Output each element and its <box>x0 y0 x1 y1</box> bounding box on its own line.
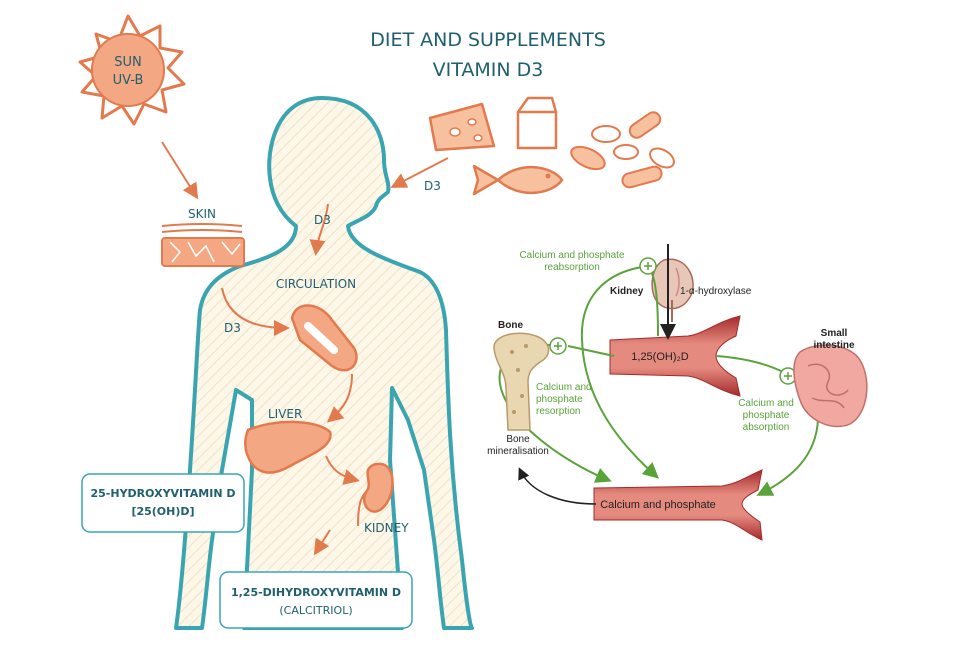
food-arrow <box>390 157 449 188</box>
bone-label: Bone <box>498 320 523 331</box>
title-line1: DIET AND SUPPLEMENTS <box>370 29 606 51</box>
bone-icon <box>493 332 550 431</box>
absorption-line1: Calcium and <box>738 398 794 409</box>
reabsorption-path <box>580 265 659 479</box>
reabsorption-line2: reabsorption <box>544 262 600 273</box>
dihydroxyvitamin-line1: 1,25-DIHYDROXYVITAMIN D <box>231 586 401 599</box>
dihydroxyvitamin-line2: (CALCITRIOL) <box>279 604 352 617</box>
resorption-line3: resorption <box>536 406 580 417</box>
hydroxyvitamin-box <box>81 473 245 533</box>
fish-icon <box>472 164 564 196</box>
mineralisation-line2: mineralisation <box>487 446 549 457</box>
title-line2: VITAMIN D3 <box>433 59 544 81</box>
plus-kidney-icon <box>639 257 657 275</box>
small-intestine-line2: intestine <box>813 340 855 351</box>
throat-to-circulation-arrow <box>309 203 329 256</box>
small-intestine-icon <box>793 344 868 428</box>
mineralisation-line1: Bone <box>506 434 530 445</box>
sun-icon <box>78 14 186 126</box>
kidney-organ-icon <box>651 258 694 322</box>
kidney-left-label: KIDNEY <box>364 521 409 535</box>
liver-to-kidney-arrow <box>325 455 360 485</box>
calcitriol-vessel-label: 1,25(OH)₂D <box>631 351 689 363</box>
skin-label: SKIN <box>188 207 216 221</box>
mineralisation-arrow <box>518 467 597 505</box>
liver-icon <box>244 420 332 474</box>
reabsorption-line1: Calcium and phosphate <box>519 250 625 261</box>
skin-to-vessel-arrow <box>221 287 290 336</box>
absorption-line2: phosphate <box>743 410 790 421</box>
milk-carton-icon <box>516 96 558 150</box>
circulation-label: CIRCULATION <box>276 277 356 291</box>
d3-throat-label: D3 <box>314 213 331 227</box>
kidney-to-calcitriol-arrow <box>313 529 331 556</box>
cheese-icon <box>428 102 496 152</box>
small-intestine-line1: Small <box>821 328 848 339</box>
skin-layers-icon <box>161 223 245 267</box>
dihydroxyvitamin-box <box>219 571 413 629</box>
plus-bone-icon <box>549 337 567 355</box>
sun-label-line2: UV-B <box>113 73 144 88</box>
d3-mouth-label: D3 <box>424 179 441 193</box>
absorption-line3: absorption <box>743 422 790 433</box>
supplement-pills-icon <box>570 111 675 189</box>
kidney-right-label: Kidney <box>610 286 644 297</box>
vessel-to-liver-arrow <box>326 373 353 423</box>
hydroxyvitamin-line1: 25-HYDROXYVITAMIN D <box>90 487 235 500</box>
hydroxyvitamin-line2: [25(OH)D] <box>131 505 194 518</box>
liver-label: LIVER <box>268 407 302 421</box>
body-silhouette <box>174 96 474 630</box>
blood-vessel-icon <box>290 304 358 372</box>
resorption-line2: phosphate <box>536 394 583 405</box>
kidney-icon <box>357 462 394 527</box>
calcitriol-to-bone-path <box>567 345 615 357</box>
resorption-line1: Calcium and <box>536 382 592 393</box>
calcium-vessel-label: Calcium and phosphate <box>600 499 716 511</box>
hydroxylase-label: 1-α-hydroxylase <box>680 286 752 297</box>
d3-skin-label: D3 <box>224 321 241 335</box>
calcium-vessel <box>593 469 763 541</box>
sun-to-skin-arrow <box>161 141 199 200</box>
sun-label-line1: SUN <box>114 55 142 70</box>
